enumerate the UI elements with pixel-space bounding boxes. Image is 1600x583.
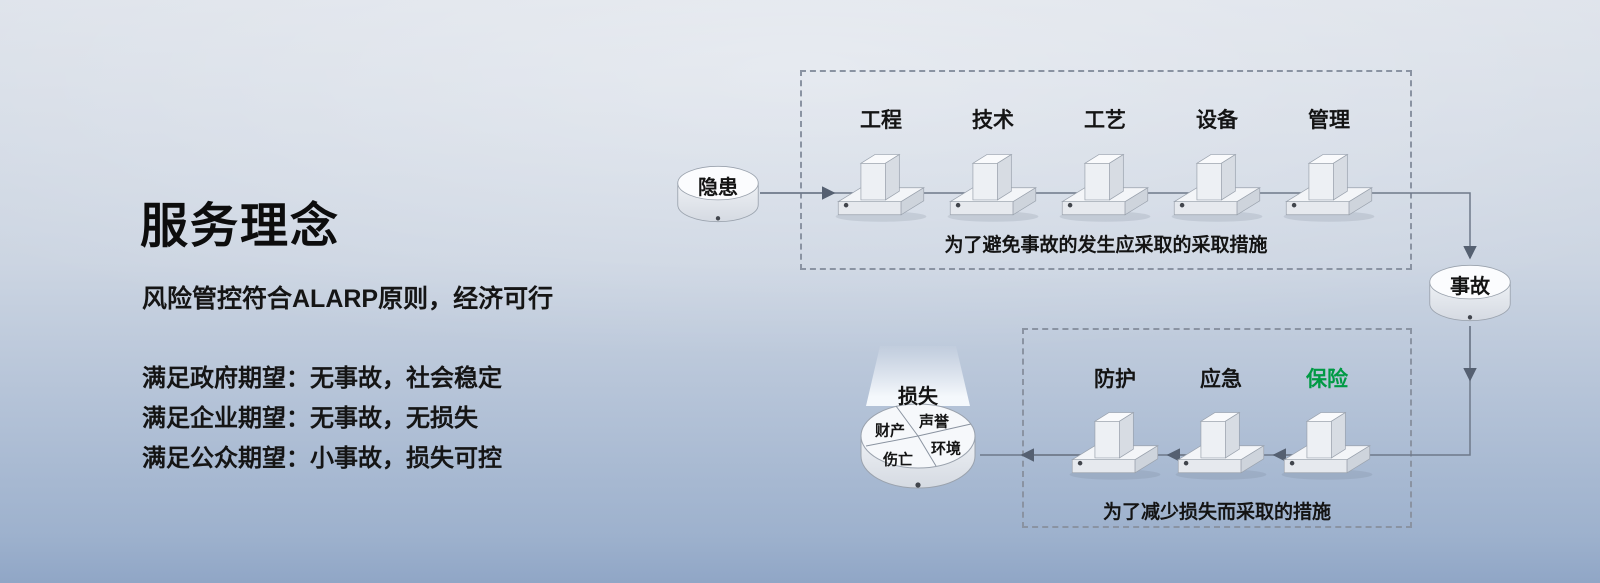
mitigation-caption: 为了减少损失而采取的措施 (1102, 502, 1331, 523)
expectation-government: 满足政府期望：无事故，社会稳定 (142, 365, 502, 392)
loss-segment-environment: 环境 (930, 440, 962, 458)
barrier-block-management (1283, 154, 1375, 223)
barrier-block-process (1059, 154, 1151, 223)
subtitle: 风险管控符合ALARP原则，经济可行 (142, 285, 554, 313)
accident-label: 事故 (1450, 276, 1490, 298)
expectation-enterprise: 满足企业期望：无事故，无损失 (142, 405, 478, 432)
barrier-block-equipment (1171, 154, 1263, 223)
barrier-block-emergency (1175, 412, 1267, 481)
hazard-label: 隐患 (698, 177, 738, 199)
barrier-label-emergency: 应急 (1200, 368, 1242, 391)
barrier-block-technology (947, 154, 1039, 223)
page-title: 服务理念 (140, 200, 341, 253)
barrier-block-engineering (835, 154, 927, 223)
barrier-block-protection (1069, 412, 1161, 481)
loss-segment-property: 财产 (874, 422, 906, 440)
prevention-dashed-box (800, 70, 1412, 270)
loss-label: 损失 (898, 386, 938, 408)
expectation-public: 满足公众期望：小事故，损失可控 (142, 445, 502, 472)
barrier-label-equipment: 设备 (1196, 109, 1238, 132)
barrier-label-management: 管理 (1308, 109, 1350, 132)
barrier-label-process: 工艺 (1084, 109, 1126, 132)
prevention-caption: 为了避免事故的发生应采取的采取措施 (944, 235, 1268, 256)
barrier-label-protection: 防护 (1094, 368, 1136, 391)
barrier-label-technology: 技术 (972, 109, 1014, 132)
barrier-label-insurance: 保险 (1306, 368, 1348, 391)
mitigation-dashed-box (1022, 328, 1412, 528)
barrier-block-insurance (1281, 412, 1373, 481)
loss-segment-reputation: 声誉 (918, 413, 950, 431)
loss-segment-casualty: 伤亡 (882, 451, 914, 469)
barrier-label-engineering: 工程 (860, 109, 902, 132)
loss-pie-cylinder (860, 346, 976, 489)
